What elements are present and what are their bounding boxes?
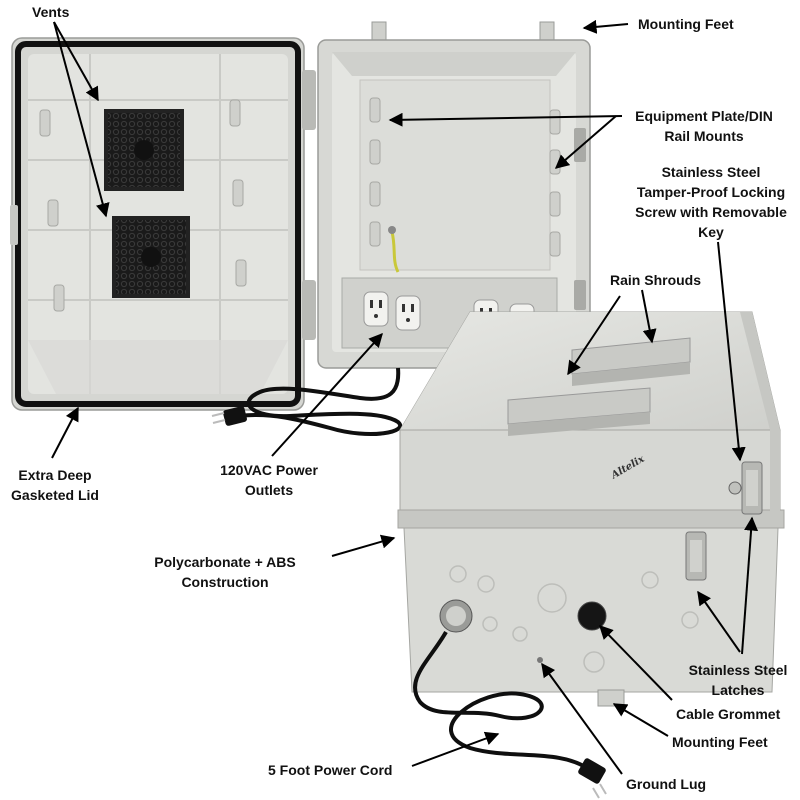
- label-power-cord: 5 Foot Power Cord: [268, 762, 393, 778]
- open-lid: [10, 37, 316, 411]
- latch-lower: [685, 531, 707, 581]
- outlet-2: [395, 295, 421, 331]
- label-ground-lug: Ground Lug: [626, 776, 707, 792]
- open-base: [317, 21, 591, 369]
- label-construction: Polycarbonate + ABS Construction: [154, 554, 296, 590]
- label-cable-grommet: Cable Grommet: [676, 706, 781, 722]
- label-power-outlets: 120VAC Power Outlets: [220, 462, 318, 498]
- mounting-foot: [597, 689, 625, 707]
- callout-arrows: [51, 19, 759, 775]
- label-gasketed-lid: Extra Deep Gasketed Lid: [11, 467, 99, 503]
- outlet-1: [363, 291, 389, 327]
- hinge-top: [302, 70, 316, 130]
- label-mounting-feet-top: Mounting Feet: [638, 16, 734, 32]
- label-rain-shrouds: Rain Shrouds: [610, 272, 702, 288]
- cable-grommet: [577, 601, 607, 631]
- ground-wire: [390, 231, 400, 273]
- latch-upper: [741, 461, 763, 515]
- cord-open-unit: [239, 367, 403, 436]
- label-vents: Vents: [32, 4, 70, 20]
- label-latches: Stainless Steel Latches: [688, 662, 788, 698]
- hinge-bottom: [302, 280, 316, 340]
- ground-lug: [537, 657, 543, 663]
- closed-enclosure: [397, 311, 785, 707]
- label-locking-screw: Stainless Steel Tamper-Proof Locking Scr…: [635, 164, 787, 240]
- cord-closed-unit: [413, 631, 592, 772]
- label-mounting-feet-bottom: Mounting Feet: [672, 734, 768, 750]
- locking-screw: [728, 481, 742, 495]
- label-equipment-plate: Equipment Plate/DIN Rail Mounts: [635, 108, 773, 144]
